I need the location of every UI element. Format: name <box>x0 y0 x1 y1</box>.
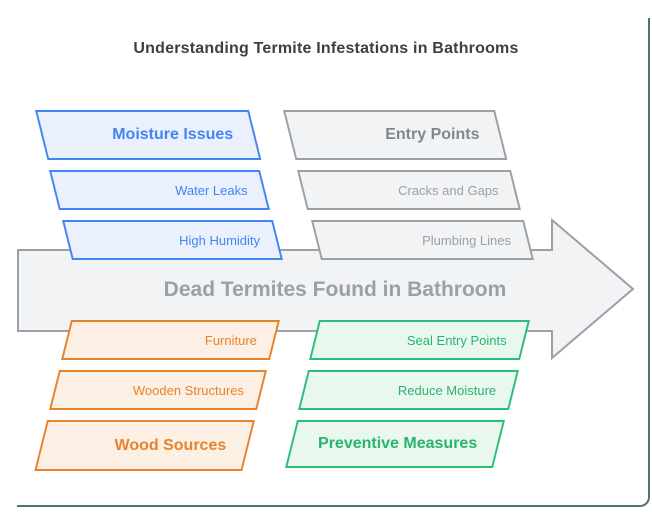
node-label: Moisture Issues <box>112 126 234 143</box>
node-label: High Humidity <box>179 232 260 248</box>
node-seal-entry-points: Seal Entry Points <box>309 320 530 360</box>
node-water-leaks: Water Leaks <box>49 170 270 210</box>
node-entry-points: Entry Points <box>283 110 508 160</box>
diagram-title: Understanding Termite Infestations in Ba… <box>133 40 519 57</box>
node-cracks-and-gaps: Cracks and Gaps <box>297 170 521 210</box>
node-high-humidity: High Humidity <box>62 220 283 260</box>
node-label: Entry Points <box>384 126 480 143</box>
node-plumbing-lines: Plumbing Lines <box>311 220 534 260</box>
node-label: Reduce Moisture <box>397 382 497 398</box>
node-furniture: Furniture <box>61 320 280 360</box>
node-moisture-issues: Moisture Issues <box>35 110 262 160</box>
node-wood-sources: Wood Sources <box>34 420 255 471</box>
node-label: Seal Entry Points <box>407 332 508 348</box>
node-label: Wood Sources <box>114 436 227 454</box>
node-label: Preventive Measures <box>317 435 478 452</box>
node-label: Wooden Structures <box>132 382 245 398</box>
node-label: Water Leaks <box>174 182 247 198</box>
node-wooden-structures: Wooden Structures <box>49 370 267 410</box>
node-label: Plumbing Lines <box>422 232 511 248</box>
node-label: Furniture <box>204 332 258 348</box>
node-reduce-moisture: Reduce Moisture <box>298 370 519 410</box>
node-preventive-measures: Preventive Measures <box>285 420 505 468</box>
arrow-label: Dead Termites Found in Bathroom <box>163 278 507 301</box>
node-label: Cracks and Gaps <box>397 182 498 198</box>
